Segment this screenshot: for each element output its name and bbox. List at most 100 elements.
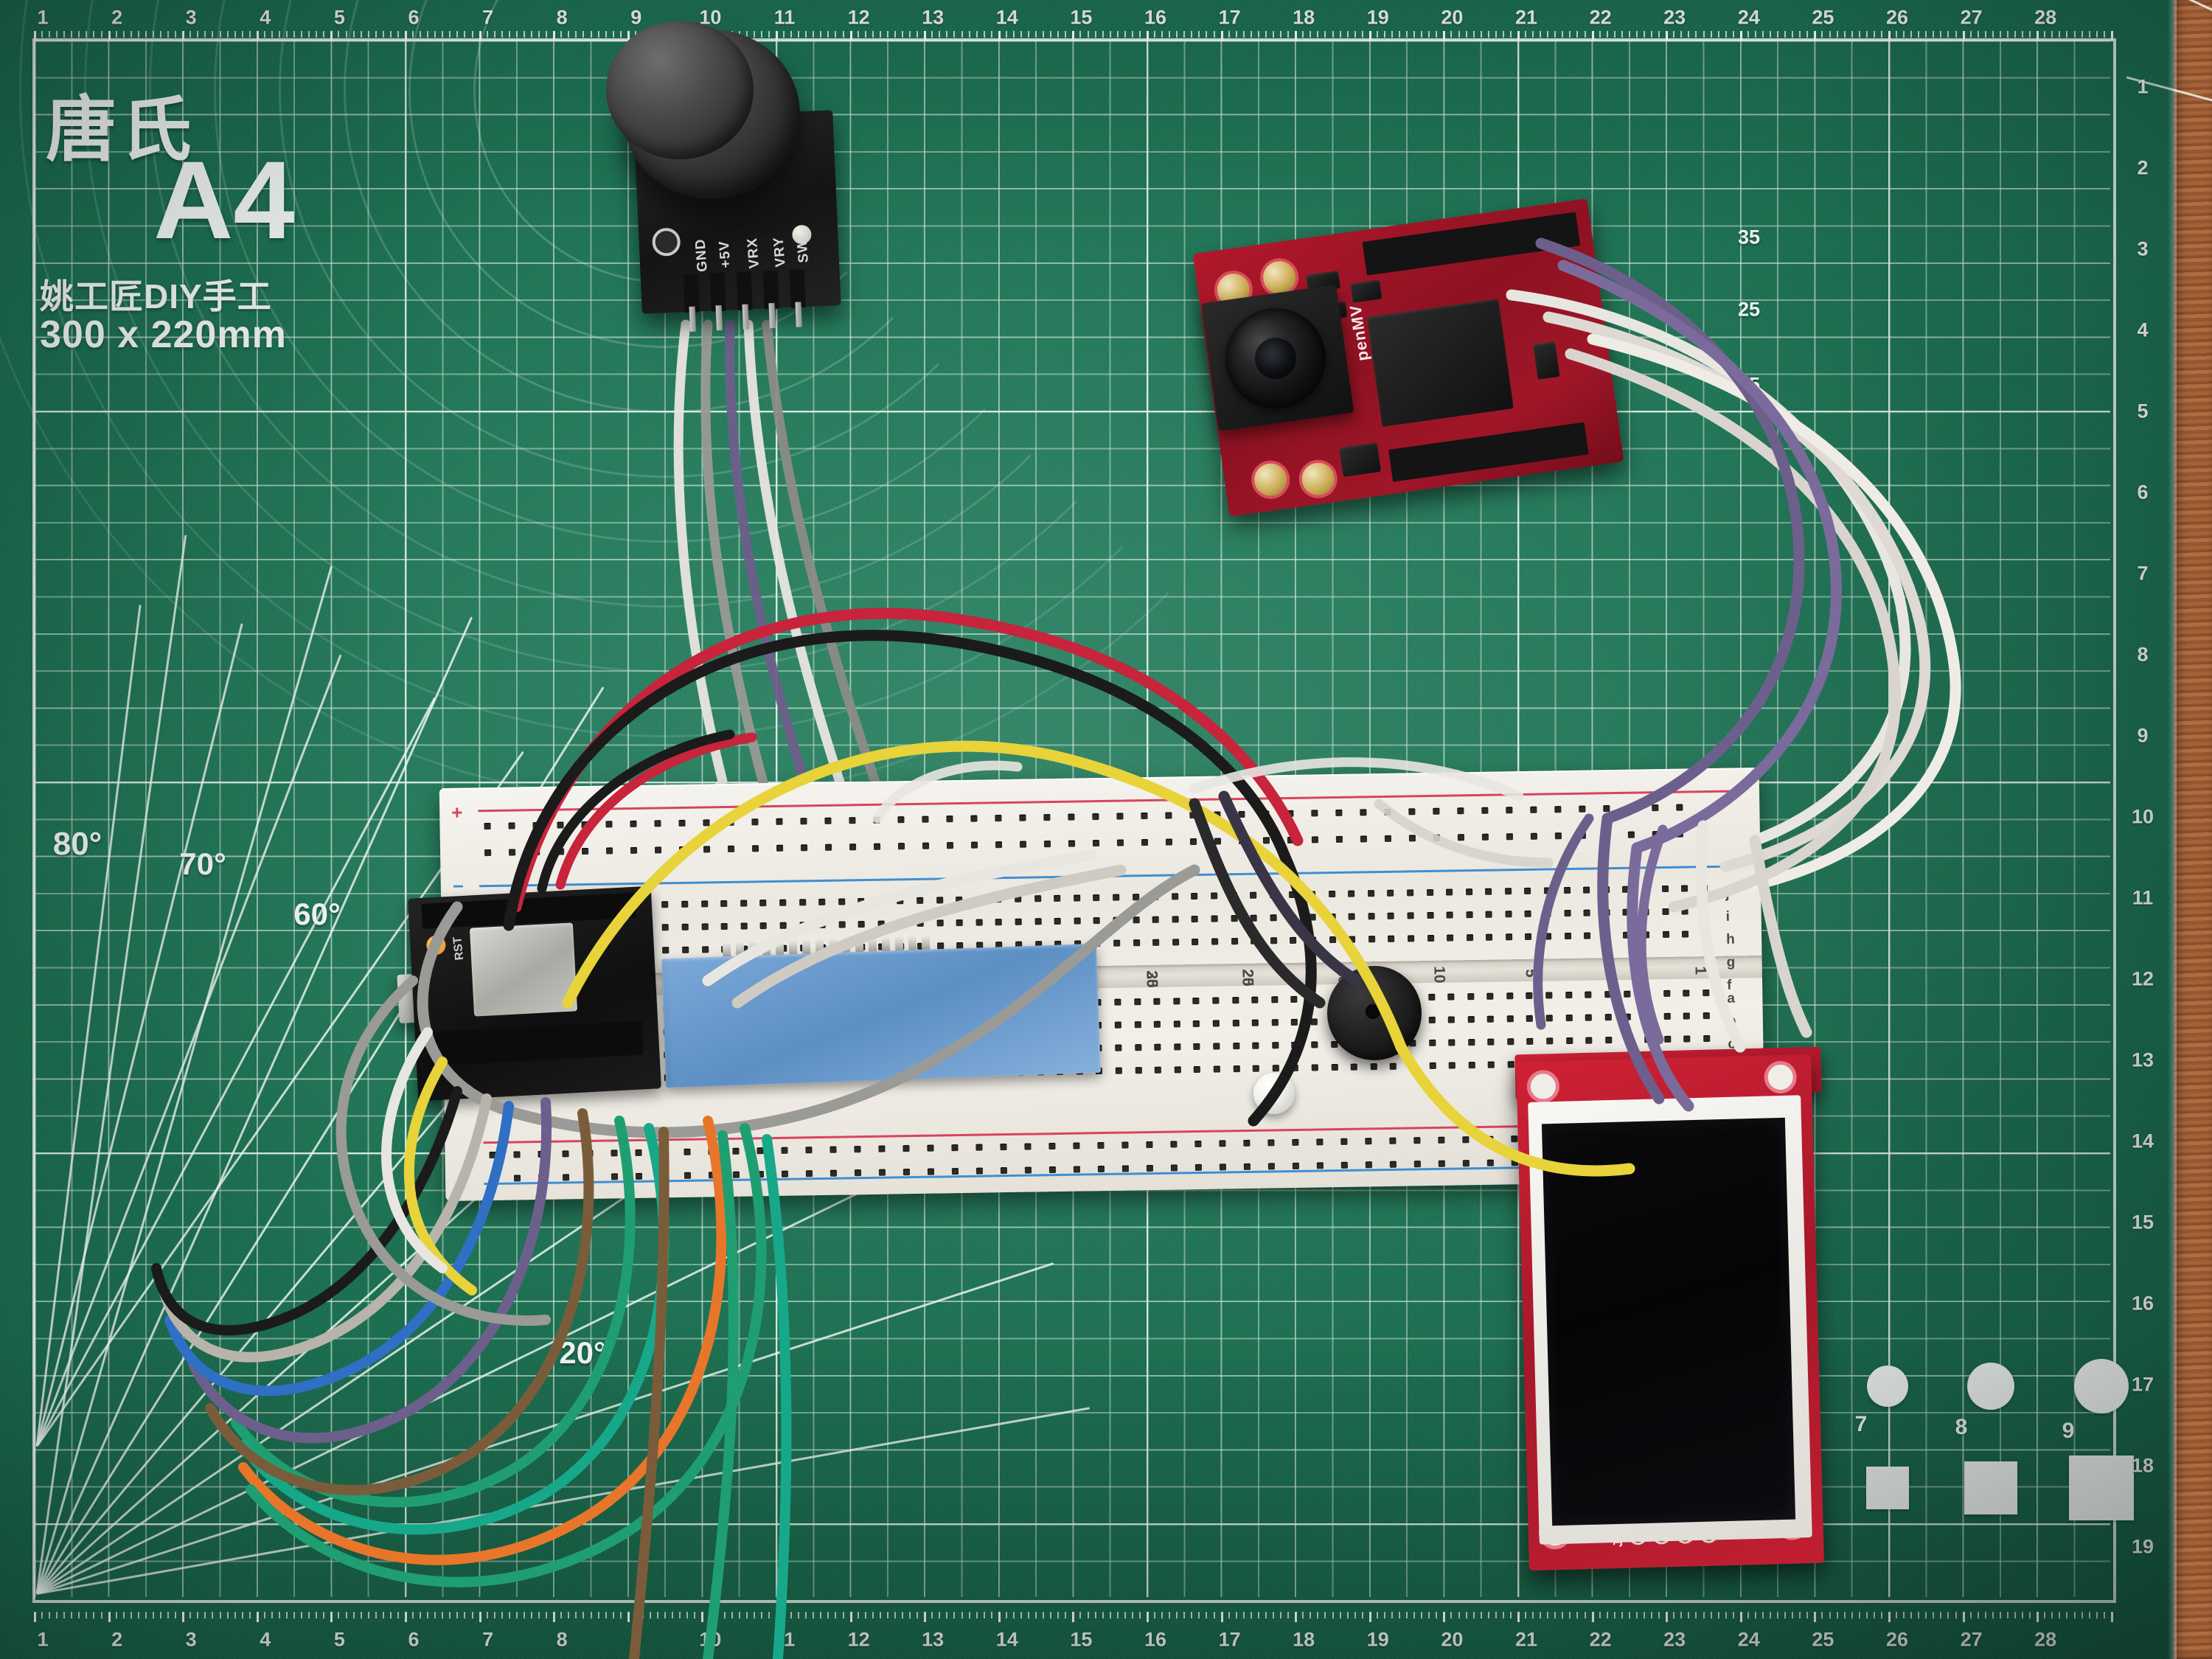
ruler-tick-label: 13: [922, 1628, 945, 1651]
breadboard-column-number: 1: [1691, 966, 1709, 975]
ruler-tick-label: 18: [1293, 1628, 1315, 1651]
angle-label-20: 20°: [559, 1335, 606, 1370]
breadboard-column-number: 25: [1239, 969, 1256, 987]
ruler-tick-label: 8: [556, 6, 568, 29]
breadboard-column-number: 10: [1430, 965, 1448, 984]
ruler-tick-label: 27: [1960, 1628, 1983, 1651]
ruler-tick-label: 12: [2131, 967, 2154, 990]
joystick-pin-metal: [689, 306, 697, 332]
ruler-tick-label: 28: [2034, 1628, 2057, 1651]
ruler-tick-label: 19: [2131, 1535, 2154, 1558]
ruler-tick-label: 22: [1589, 6, 1612, 29]
ruler-tick-label: 2: [111, 6, 123, 29]
ruler-tick-label: 6: [408, 6, 420, 29]
ruler-tick-label: 14: [2131, 1130, 2154, 1152]
ruler-tick-label: 22: [1589, 1628, 1612, 1651]
gauge-square: [1964, 1461, 2017, 1514]
smd-component-4: [1533, 341, 1560, 380]
mat-size-label: A4: [153, 138, 295, 262]
table-edge: [2174, 0, 2212, 1659]
lcd-1602-module[interactable]: [661, 943, 1101, 1088]
ruler-tick-label: 17: [2131, 1373, 2154, 1396]
smd-component-5: [1339, 442, 1382, 477]
reset-label: RST: [451, 936, 467, 961]
joystick-pin-label: VRX: [744, 237, 763, 269]
ruler-tick-label: 10: [2131, 805, 2154, 828]
ruler-tick-label: 4: [2137, 319, 2149, 341]
ruler-tick-label: 26: [1885, 1628, 1909, 1651]
rail-minus-top: −: [452, 874, 465, 897]
ruler-tick-label: 16: [1144, 1628, 1167, 1651]
smd-component-3: [1350, 279, 1382, 303]
white-led[interactable]: [1253, 1073, 1295, 1114]
ruler-tick-label: 12: [847, 6, 870, 29]
ruler-tick-label: 5: [2137, 400, 2149, 422]
tft-mount-hole-tr: [1764, 1060, 1798, 1094]
gauge-square: [1866, 1467, 1909, 1509]
mount-hole-3: [1248, 458, 1293, 501]
ruler-tick-label: 15: [1070, 6, 1093, 29]
ruler-tick-label: 25: [1812, 1628, 1834, 1651]
joystick-pin-metal: [768, 302, 776, 329]
ruler-tick-label: 3: [185, 1628, 197, 1651]
brand-name-cn: 唐氏: [46, 91, 196, 170]
breadboard-holes-top-rail[interactable]: [484, 804, 1701, 876]
gauge-number: 9: [2062, 1419, 2075, 1443]
esp32-rf-shield: [469, 922, 578, 1017]
ruler-tick-label: 2: [111, 1628, 123, 1651]
mount-hole-4: [1296, 457, 1340, 501]
ruler-tick-label: 13: [922, 6, 945, 29]
ruler-tick-label: 11: [773, 1628, 796, 1651]
ruler-tick-label: 6: [2137, 481, 2149, 504]
mat-brand-block: 唐氏 A4 姚工匠DIY手工 300 x 220mm: [29, 56, 376, 425]
ruler-tick-label: 20: [1441, 1628, 1464, 1651]
joystick-cap[interactable]: [606, 21, 754, 159]
angle-label-80: 80°: [52, 826, 102, 862]
esp32-header-top[interactable]: [421, 892, 636, 929]
ruler-tick-label: 10: [699, 1628, 722, 1651]
ruler-tick-label: 1: [37, 1628, 49, 1651]
ruler-tick-label: 16: [1144, 6, 1167, 29]
ruler-tick-label: 19: [1366, 1628, 1389, 1651]
ruler-tick-label: 1: [37, 6, 49, 29]
breadboard-row-letter: i: [1725, 908, 1731, 925]
angle-label-15: 15: [1737, 373, 1761, 396]
ruler-tick-label: 15: [2131, 1211, 2154, 1234]
joystick-pin-label: +5V: [716, 240, 734, 269]
ruler-tick-label: 3: [2137, 237, 2149, 260]
ruler-tick-label: 19: [1366, 6, 1389, 29]
ruler-tick-label: 2: [2137, 156, 2149, 179]
piezo-buzzer[interactable]: [1327, 966, 1422, 1060]
breadboard-row-letter: g: [1726, 954, 1736, 970]
ruler-tick-label: 11: [2132, 886, 2154, 909]
ruler-tick-label: 18: [1293, 6, 1315, 29]
tft-screen[interactable]: [1541, 1117, 1796, 1526]
joystick-pin-label: VRY: [771, 236, 789, 268]
esp32-header-bottom[interactable]: [428, 1020, 644, 1066]
ruler-tick-label: 27: [1960, 6, 1983, 29]
ruler-tick-label: 5: [333, 1628, 345, 1651]
mat-dimensions: 300 x 220mm: [40, 313, 287, 356]
ruler-tick-label: 7: [482, 1628, 494, 1651]
ruler-tick-label: 23: [1663, 6, 1686, 29]
ruler-tick-label: 28: [2034, 6, 2057, 29]
reset-button[interactable]: [425, 935, 447, 956]
ruler-tick-label: 14: [995, 1628, 1018, 1651]
tft-mount-hole-tl: [1526, 1069, 1560, 1103]
joystick-mount-hole-left: [651, 227, 681, 257]
board-silkscreen-logo: penMV: [1346, 303, 1372, 363]
ruler-tick-label: 7: [2137, 562, 2149, 585]
ruler-tick-label: 13: [2131, 1048, 2154, 1071]
ruler-tick-label: 9: [630, 6, 642, 29]
ruler-top-ticks: [0, 31, 2174, 41]
angle-label-25: 25: [1737, 298, 1761, 321]
ruler-tick-label: 8: [2137, 643, 2149, 666]
ruler-tick-label: 5: [333, 6, 345, 29]
ruler-tick-label: 17: [1218, 1628, 1241, 1651]
ruler-tick-label: 16: [2131, 1292, 2154, 1315]
ruler-tick-label: 3: [185, 6, 197, 29]
